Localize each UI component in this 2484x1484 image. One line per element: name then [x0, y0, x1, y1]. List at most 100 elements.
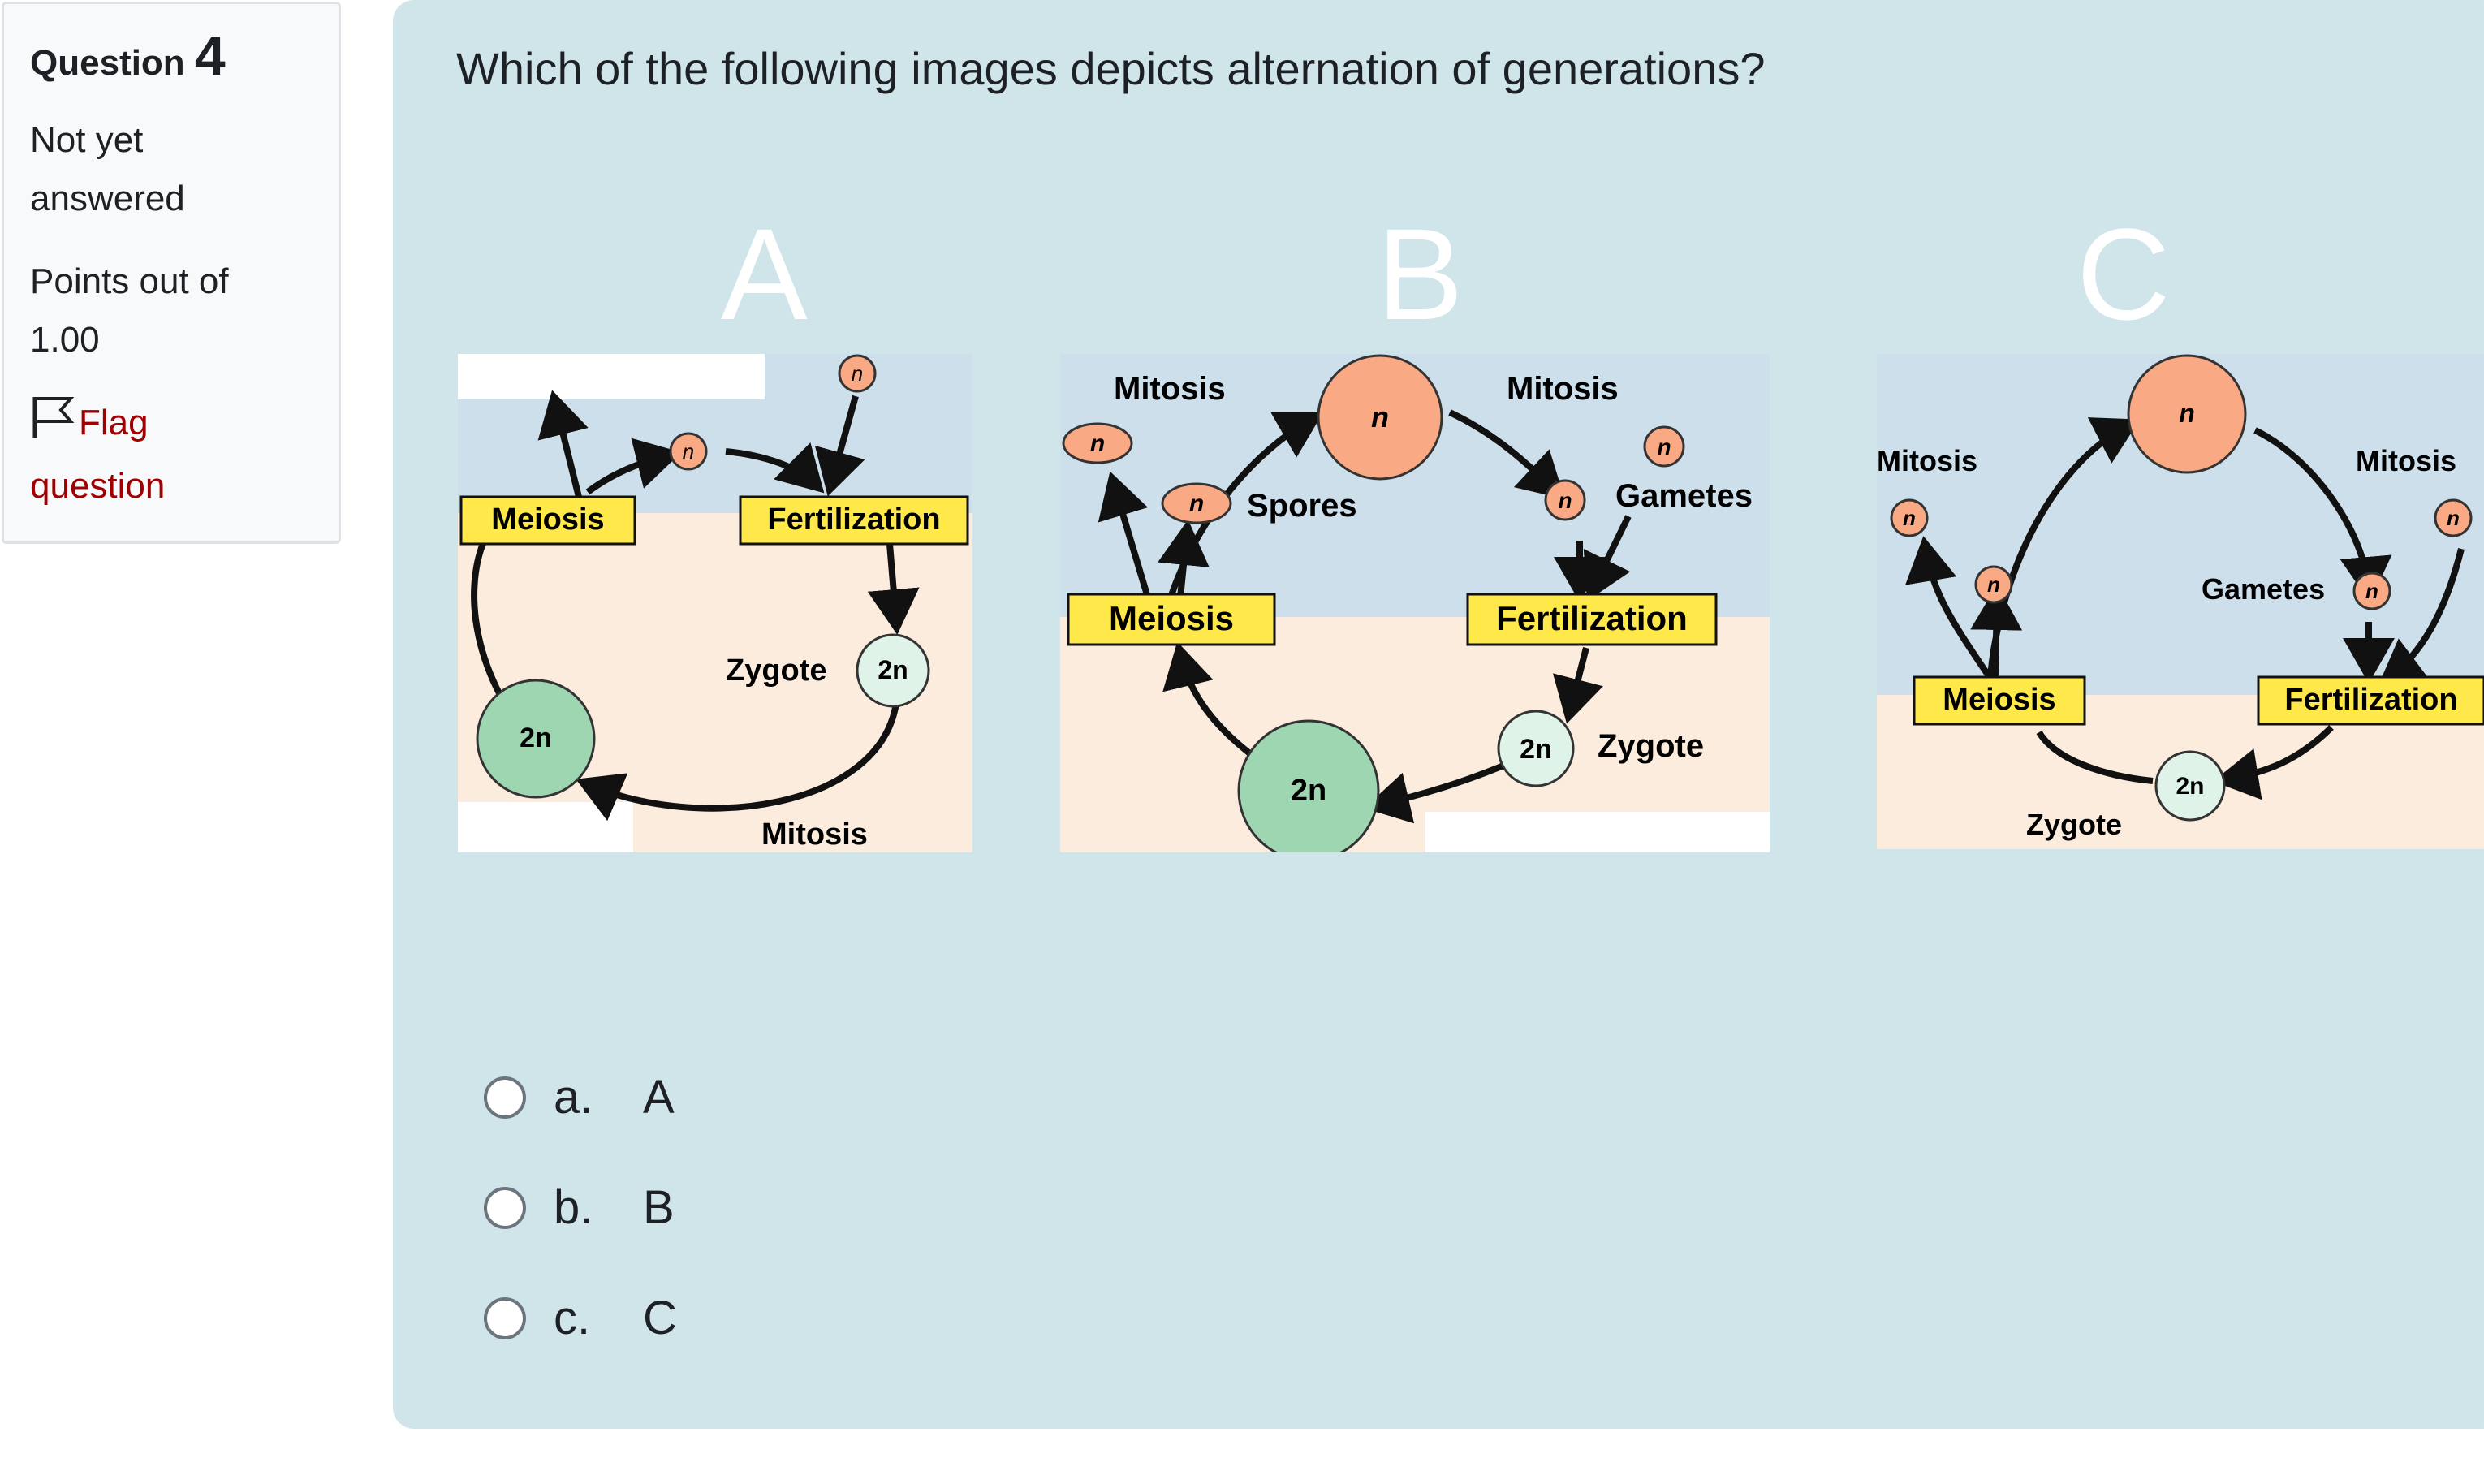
meiosis-box — [1913, 675, 2086, 726]
meiosis-arrow — [537, 390, 589, 501]
zygote-text: Zygote — [1598, 728, 1704, 764]
haploid-cell — [838, 354, 877, 393]
gamete-arrow — [814, 395, 865, 497]
fertilization-label: Fertilization — [1496, 599, 1688, 637]
flag-icon — [30, 394, 75, 457]
answer-prefix: c. — [554, 1292, 591, 1344]
question-grade: Points out of 1.00 — [30, 261, 229, 360]
gamete-arrow — [2378, 548, 2465, 687]
meiosis-label: Meiosis — [491, 503, 604, 537]
answer-option-a[interactable]: a. A — [484, 1070, 675, 1124]
gamete-label: n — [1657, 434, 1671, 459]
mitosis-arrow — [576, 702, 899, 822]
question-word: Question — [30, 43, 185, 83]
radio-button-c[interactable] — [484, 1296, 526, 1339]
zygote-arrow — [1552, 647, 1603, 724]
question-number: 4 — [194, 25, 226, 87]
question-title: Question 4 — [30, 28, 339, 84]
question-info-panel: Question 4 Not yet answered Points out o… — [2, 2, 341, 544]
spore-label: n — [1090, 430, 1105, 457]
fertilization-box — [2257, 675, 2484, 726]
spore-cell — [1974, 565, 2013, 604]
mitosis-arrow — [2253, 427, 2392, 602]
zygote-arrow — [2213, 725, 2334, 800]
spore-arrow — [1158, 520, 1210, 598]
diploid-organism — [476, 679, 596, 799]
image-label-a: A — [721, 201, 808, 347]
white-patch — [1425, 812, 1770, 852]
fertilization-box — [1466, 593, 1718, 646]
diploid-organism — [1237, 719, 1380, 852]
haploid-cell — [669, 432, 708, 471]
zygote-label: 2n — [878, 655, 908, 684]
fertilization-label: Fertilization — [2284, 683, 2457, 717]
spore-label: n — [1903, 506, 1916, 530]
spore-label: n — [1987, 572, 2000, 597]
mitosis-text: Mitosis — [1507, 371, 1619, 407]
meiosis-box — [1067, 593, 1276, 646]
spore-cell — [1890, 498, 1929, 537]
meiosis-label: Meiosis — [1109, 599, 1234, 637]
life-cycle-diagram-a: n n 2n 2n Meiosis Fertilization Zygote M… — [458, 354, 972, 852]
gamete-label: n — [1558, 488, 1572, 513]
answer-label: A — [643, 1071, 675, 1124]
life-cycle-diagram-b: n n n n n 2n 2n Mitosis Mitosis Spores G… — [1060, 354, 1770, 852]
gametes-text: Gametes — [1615, 478, 1753, 514]
mitosis-text: Mitosis — [1877, 444, 1977, 477]
haploid-label: n — [2179, 399, 2195, 428]
flag-question-link[interactable]: Flag question — [30, 394, 274, 516]
image-label-c: C — [2076, 201, 2171, 347]
spore-arrow — [1905, 536, 1994, 681]
gamete-cell — [1643, 425, 1685, 468]
spore-arrow — [1970, 585, 2023, 679]
meiosis-label: Meiosis — [1943, 683, 2055, 717]
haploid-label: n — [1371, 400, 1389, 434]
haploid-organism — [1317, 354, 1443, 481]
radio-button-b[interactable] — [484, 1186, 526, 1229]
question-state: Not yet answered — [30, 120, 185, 218]
cycle-arrow — [2036, 730, 2154, 784]
gamete-cell — [1544, 479, 1586, 521]
zygote-cell — [1497, 710, 1575, 787]
haploid-label: n — [683, 439, 694, 464]
question-text: Which of the following images depicts al… — [456, 43, 1766, 94]
diploid-label: 2n — [1291, 774, 1326, 808]
haploid-label: n — [852, 361, 863, 386]
meiosis-arrow — [585, 438, 682, 495]
flag-label: Flag question — [30, 403, 166, 506]
diploid-label: 2n — [520, 723, 552, 753]
gamete-label: n — [2365, 579, 2378, 603]
meiosis-arrow — [1162, 641, 1261, 763]
gametes-text: Gametes — [2202, 572, 2325, 606]
zygote-text: Zygote — [2026, 808, 2122, 841]
zygote-cell — [2154, 750, 2226, 822]
white-patch — [458, 802, 633, 852]
haploid-organism — [2127, 354, 2247, 474]
answer-prefix: b. — [554, 1181, 593, 1234]
mitosis-text: Mitosis — [2356, 444, 2456, 477]
gamete-arrow — [725, 442, 825, 494]
mitosis-text: Mitosis — [1114, 371, 1226, 407]
white-patch — [458, 354, 765, 399]
answer-option-b[interactable]: b. B — [484, 1180, 675, 1235]
gamete-cell — [2352, 572, 2391, 610]
life-cycle-diagram-c: n n n n n 2n Mitosis Mitosis Gametes Mei… — [1877, 354, 2484, 849]
zygote-label: 2n — [1520, 734, 1552, 765]
answer-label: C — [643, 1292, 677, 1344]
gamete-label: n — [2447, 506, 2460, 530]
zygote-text: Zygote — [726, 654, 827, 688]
answer-option-c[interactable]: c. C — [484, 1291, 677, 1345]
fertilization-box — [739, 495, 969, 546]
spores-text: Spores — [1247, 488, 1357, 524]
meiosis-box — [459, 495, 636, 546]
radio-button-a[interactable] — [484, 1076, 526, 1119]
mitosis-arrow — [1448, 409, 1565, 499]
mitosis-text: Mitosis — [761, 817, 868, 852]
spore-arrow — [1098, 471, 1151, 599]
zygote-label: 2n — [2176, 773, 2204, 800]
spore-label: n — [1189, 490, 1204, 517]
zygote-cell — [856, 633, 930, 708]
spore-cell — [1161, 482, 1232, 524]
answer-prefix: a. — [554, 1071, 593, 1124]
image-label-b: B — [1377, 201, 1464, 347]
